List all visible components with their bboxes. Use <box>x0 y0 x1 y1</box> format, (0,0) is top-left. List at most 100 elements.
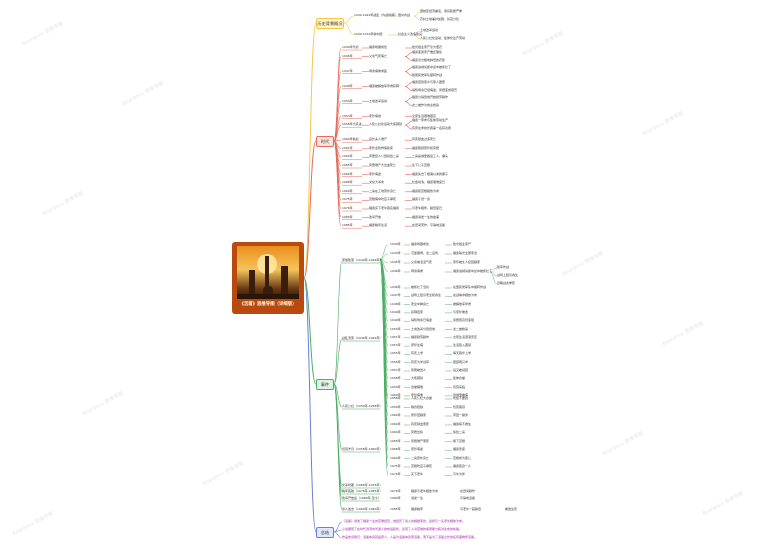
history-desc[interactable]: 改革开放 <box>369 214 382 219</box>
event-action[interactable]: 福贵嗜赌成性 <box>411 242 430 246</box>
event-result[interactable]: 福贵孤身一人 <box>453 464 472 468</box>
section-node[interactable]: 历史背景概况 <box>316 18 344 29</box>
event-result[interactable]: 败光祖业家产 <box>453 242 472 246</box>
event-group[interactable]: 人民公社（1950年-1958年） <box>342 404 383 408</box>
event-group[interactable]: 亲人逝去（1960年-1980年） <box>342 507 383 511</box>
event-date[interactable]: 1957年 <box>390 368 401 372</box>
background-leaf[interactable]: 人民公社化运动，集体化生产劳动 <box>420 36 466 40</box>
history-detail[interactable]: 福贵一家参与集体劳动生产 <box>412 118 449 123</box>
event-result[interactable]: 福贵痛不欲生 <box>453 422 472 426</box>
section-node[interactable]: 事件 <box>316 379 334 390</box>
history-year[interactable]: 1960年前后 <box>342 137 359 142</box>
event-date[interactable]: 1965年 <box>390 438 401 443</box>
history-detail[interactable]: 与老牛相伴，耕田度日 <box>412 206 443 210</box>
event-result[interactable]: 带回一袋米 <box>453 413 469 417</box>
history-detail[interactable]: 福贵讲述一生的故事 <box>412 214 440 219</box>
event-date[interactable]: 1943年 <box>390 251 401 255</box>
event-date[interactable]: 1960年 <box>390 392 401 397</box>
history-desc[interactable]: 家珍病逝 <box>369 171 382 176</box>
event-action[interactable]: 有庆上学 <box>411 351 424 356</box>
history-desc[interactable]: 县长夫人难产 <box>369 137 388 142</box>
event-action[interactable]: 母亲病重 <box>411 269 424 273</box>
event-date[interactable]: 1956年 <box>390 359 401 364</box>
history-year[interactable]: 1969年 <box>342 188 353 193</box>
event-action[interactable]: 福贵勤劳耕作 <box>411 334 430 339</box>
history-year[interactable]: 1975年 <box>342 197 353 202</box>
section-node[interactable]: 时代 <box>316 136 334 147</box>
history-desc[interactable]: 家珍患软骨病卧床 <box>369 145 394 150</box>
event-result[interactable]: 凤霞因高烧变哑 <box>453 318 475 323</box>
history-desc[interactable]: 福贵被解放军俘虏获释 <box>369 83 400 88</box>
event-action[interactable]: 获释回家 <box>411 309 424 314</box>
event-group[interactable]: 改革开放后（1980年-至今） <box>342 496 381 500</box>
event-action[interactable]: 苦根吃豆子撑死 <box>411 464 433 468</box>
history-year[interactable]: 1958年大跃进 <box>342 122 362 127</box>
event-action[interactable]: 食堂解散 <box>411 384 424 389</box>
event-date[interactable]: 1950年 <box>390 326 401 331</box>
event-extra[interactable]: 看透生死 <box>505 507 518 511</box>
event-result[interactable]: 吃饭不要钱 <box>453 396 469 400</box>
history-detail[interactable]: 福贵和苦根相依为命 <box>412 188 440 193</box>
event-result[interactable]: 与家珍重逢 <box>453 309 469 314</box>
event-result[interactable]: 苦根成为孤儿 <box>453 455 472 460</box>
history-desc[interactable]: 福贵晚年生活 <box>369 223 388 228</box>
event-date[interactable]: 1958年 <box>390 396 401 400</box>
history-desc[interactable]: 土地改革运动 <box>369 98 388 103</box>
history-desc[interactable]: 母亲病重求医 <box>369 68 388 73</box>
history-year[interactable]: 1976年 <box>342 206 353 210</box>
event-action[interactable]: 土地改革分到田地 <box>411 326 436 331</box>
summary-line[interactable]: 《活着》讲述了福贵一生的苦难经历，他经历了亲人的相继离世，最终与一头老牛相依为命… <box>342 519 466 523</box>
history-detail[interactable]: 得知母亲已经病逝，凤霞变成哑巴 <box>412 87 458 92</box>
event-action[interactable]: 得知母亲已病逝 <box>411 318 433 323</box>
history-detail[interactable]: 在田间劳作，平静地活着 <box>412 223 446 228</box>
history-detail[interactable]: 社会动荡，福贵艰难度日 <box>412 180 446 185</box>
history-desc[interactable]: 凤霞经人介绍嫁给二喜 <box>369 154 400 159</box>
event-extra[interactable]: 战场上结识春生 <box>497 273 519 277</box>
history-desc[interactable]: 家珍病倒 <box>369 113 382 118</box>
event-action[interactable]: 讲述一生 <box>411 496 424 500</box>
summary-line[interactable]: 作品告诉我们：活着本身就是意义，人是为活着本身而活着，而不是为了活着之外的任何事… <box>342 535 478 539</box>
history-detail[interactable]: 福贵回到家乡与家人团聚 <box>412 79 446 84</box>
event-result[interactable]: 被解放军俘虏 <box>453 301 472 306</box>
event-action[interactable]: 家珍病逝 <box>411 447 424 452</box>
history-detail[interactable]: 福贵变卖家产偿还赌债 <box>412 49 443 54</box>
event-date[interactable]: 1969年 <box>390 455 401 460</box>
history-year[interactable]: 1940年代初 <box>342 45 359 49</box>
event-date[interactable]: 1960年 <box>390 413 401 417</box>
event-date[interactable]: 1948年 <box>390 301 401 306</box>
event-date[interactable]: 1940年 <box>390 242 401 246</box>
history-year[interactable]: 1947年 <box>342 68 353 73</box>
event-action[interactable]: 家珍病重 <box>411 392 424 397</box>
event-action[interactable]: 二喜意外身亡 <box>411 455 430 460</box>
event-group[interactable]: 家族败落（1940年-1946年） <box>342 258 383 262</box>
event-date[interactable]: 1958年 <box>390 376 401 381</box>
event-date[interactable]: 1980年 <box>390 496 401 500</box>
history-detail[interactable]: 福贵孑然一身 <box>412 197 431 202</box>
event-date[interactable]: 1966年 <box>390 447 401 452</box>
history-detail[interactable]: 福贵失去了相濡以沫的妻子 <box>412 171 449 176</box>
event-result[interactable]: 与牛为伴 <box>453 472 466 477</box>
history-detail[interactable]: 二喜是城里搬运工人，偏头 <box>412 154 449 159</box>
event-date[interactable]: 1985年 <box>390 507 401 511</box>
history-desc[interactable]: 凤霞难产大出血死亡 <box>369 163 397 167</box>
event-result[interactable]: 家珍被丈人接回娘家 <box>453 260 481 264</box>
event-result[interactable]: 嫁给二喜 <box>453 430 466 435</box>
event-group[interactable]: 饥荒岁月（1958年-1960年） <box>342 447 383 451</box>
history-desc[interactable]: 二喜在工地意外身亡 <box>369 188 397 193</box>
background-subnode[interactable]: 社会主义改造建设 <box>398 32 423 36</box>
background-leaf[interactable]: 土地改革运动 <box>420 28 439 32</box>
history-desc[interactable]: 文化大革命 <box>369 180 385 185</box>
event-date[interactable]: 1959年 <box>390 404 401 409</box>
event-result[interactable]: 福贵悲痛 <box>453 447 466 452</box>
event-extra[interactable]: 目睹战友惨死 <box>497 281 516 285</box>
event-date[interactable]: 1949年 <box>390 318 401 323</box>
event-result[interactable]: 后又被领回 <box>453 368 469 372</box>
event-action[interactable]: 有庆为羊割草 <box>411 359 430 364</box>
event-action[interactable]: 被抓壮丁当兵 <box>411 285 430 289</box>
history-year[interactable]: 1946年 <box>342 53 353 58</box>
event-date[interactable]: 1955年 <box>390 351 401 356</box>
event-result[interactable]: 福贵进城请郎中途中被抓壮丁 <box>453 269 493 273</box>
event-result[interactable]: 集体食堂 <box>453 376 466 381</box>
event-date[interactable]: 1960年 <box>390 422 401 426</box>
history-detail[interactable]: 随国民党军队辗转作战 <box>412 72 443 77</box>
